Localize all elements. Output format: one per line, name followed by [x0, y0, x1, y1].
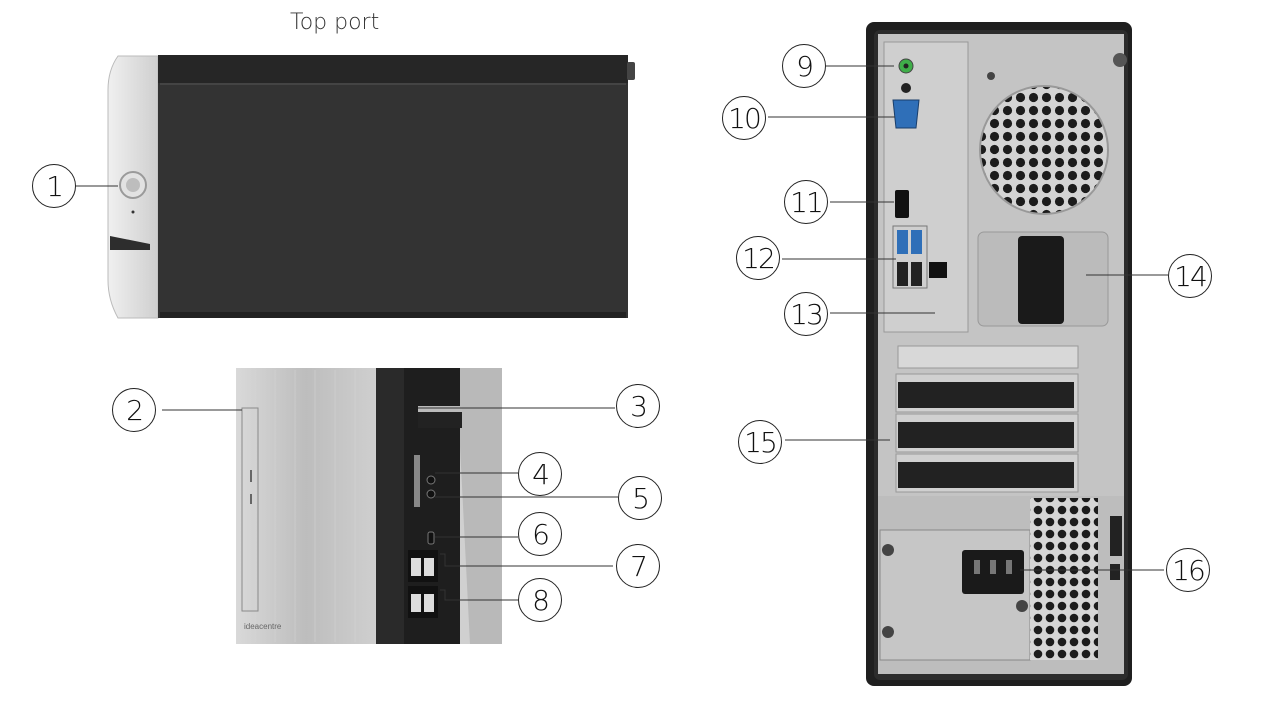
vga-port	[892, 99, 920, 129]
callout-9: 9	[782, 44, 826, 88]
front-bezel	[236, 368, 376, 644]
callout-6: 6	[518, 512, 562, 556]
usb2-port-a	[897, 262, 908, 286]
usb3-port-b	[911, 230, 922, 254]
psu-vent	[1030, 498, 1098, 660]
mic-jack	[426, 489, 436, 499]
callout-11: 11	[784, 180, 828, 224]
callout-1: 1	[32, 164, 76, 208]
callout-14: 14	[1168, 254, 1212, 298]
callout-7: 7	[616, 544, 660, 588]
headphone-jack	[426, 475, 436, 485]
usb-c-port	[427, 531, 435, 545]
brand-text: ideacentre	[244, 622, 282, 631]
card-reader-slot	[414, 455, 420, 507]
top-view	[72, 55, 635, 319]
callout-16: 16	[1166, 548, 1210, 592]
callout-5: 5	[618, 476, 662, 520]
callout-15: 15	[738, 420, 782, 464]
optical-drive	[241, 407, 259, 612]
usb2-port-b	[911, 262, 922, 286]
callout-4: 4	[518, 452, 562, 496]
hdmi-port	[895, 190, 909, 218]
expansion-slots	[895, 373, 1079, 493]
rear-view	[768, 22, 1168, 686]
callout-13: 13	[784, 292, 828, 336]
callout-12: 12	[736, 236, 780, 280]
security-latch	[1018, 236, 1064, 324]
ethernet-port	[929, 262, 947, 278]
callout-3: 3	[616, 384, 660, 428]
top-panel	[158, 55, 628, 318]
usb3-port-a	[897, 230, 908, 254]
top-port-title: Top port	[290, 10, 380, 35]
callout-8: 8	[518, 578, 562, 622]
callout-2: 2	[112, 388, 156, 432]
front-view	[162, 368, 618, 644]
rear-fan-grill	[980, 86, 1108, 214]
callout-10: 10	[722, 96, 766, 140]
